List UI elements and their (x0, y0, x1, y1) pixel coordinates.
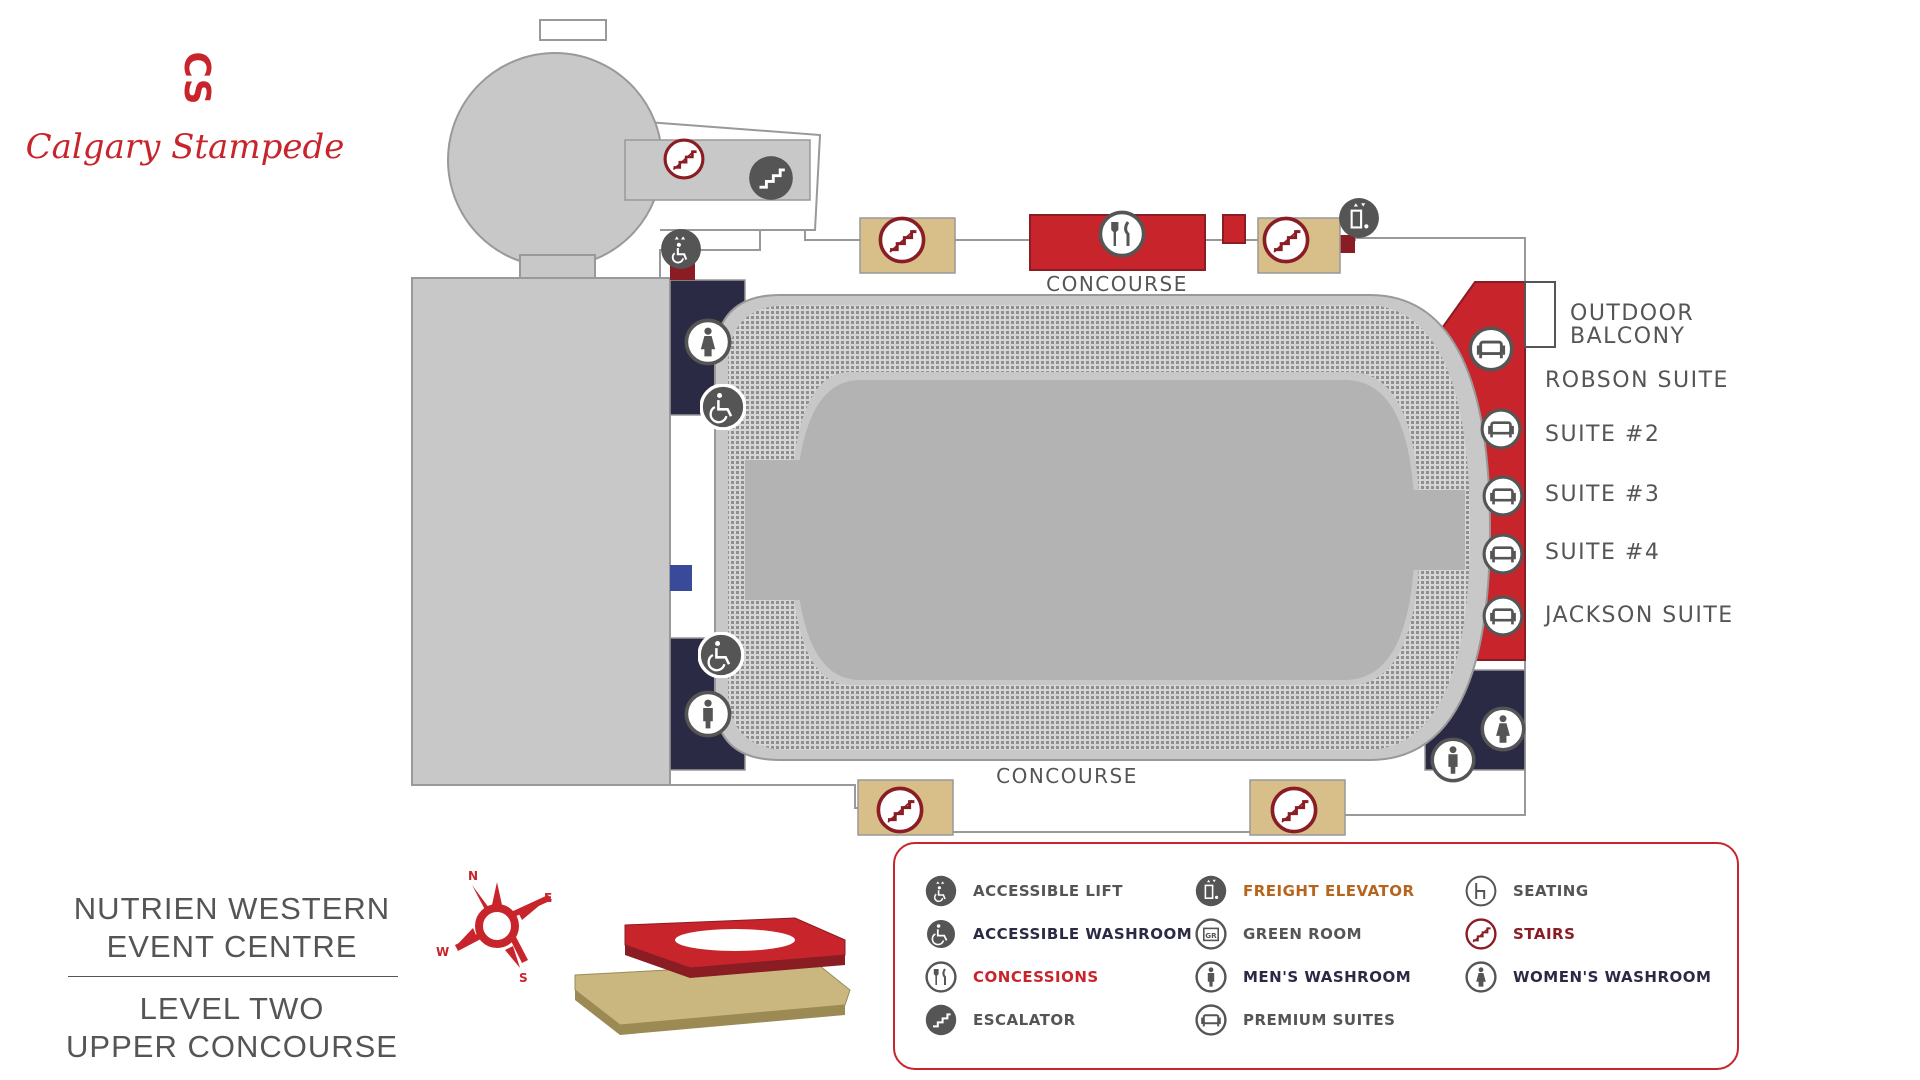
rotunda-base (519, 254, 596, 281)
compass-west: W (436, 945, 449, 959)
legend-label: GREEN ROOM (1243, 925, 1363, 943)
suite-label-jackson: JACKSON SUITE (1543, 603, 1734, 628)
freight-elevator-icon (1195, 875, 1227, 907)
arena-floor-stage (745, 460, 865, 600)
level-title-line-2: UPPER CONCOURSE (66, 1029, 398, 1064)
concessions-icon (925, 961, 957, 993)
legend-label: STAIRS (1513, 925, 1576, 943)
legend-item-concessions: CONCESSIONS (925, 960, 1099, 994)
escalator-icon (748, 155, 794, 201)
legend-item-accessible-lift: ACCESSIBLE LIFT (925, 874, 1123, 908)
legend-label: ESCALATOR (973, 1011, 1076, 1029)
legend-item-mens-washroom: MEN'S WASHROOM (1195, 960, 1411, 994)
legend-label: ACCESSIBLE WASHROOM (973, 925, 1193, 943)
accessible-washroom-icon (698, 632, 744, 678)
freight-elevator-icon (1338, 197, 1380, 239)
concourse-north-label: CONCOURSE (1046, 272, 1188, 296)
outdoor-balcony-label-1: OUTDOOR (1570, 301, 1694, 326)
legend-label: WOMEN'S WASHROOM (1513, 968, 1712, 986)
suite-label-4: SUITE #4 (1545, 540, 1660, 565)
premium-suites-icon (1195, 1004, 1227, 1036)
level-stack-diagram (574, 917, 851, 1035)
womens-washroom-icon (1465, 961, 1497, 993)
green-room-icon (1195, 918, 1227, 950)
rotunda-entry (539, 19, 607, 41)
mens-washroom-icon (684, 690, 732, 738)
stairs-icon (663, 138, 705, 180)
legend-label: ACCESSIBLE LIFT (973, 882, 1123, 900)
concessions-icon (1098, 210, 1146, 258)
level-title-line-1: LEVEL TWO (139, 991, 325, 1026)
mens-washroom-icon (1195, 961, 1227, 993)
premium-suites-icon (1468, 326, 1514, 372)
legend-item-green-room: GREEN ROOM (1195, 917, 1362, 951)
seating-icon (1465, 875, 1497, 907)
venue-name-line-2: EVENT CENTRE (106, 929, 358, 964)
legend-label: CONCESSIONS (973, 968, 1099, 986)
level-title: LEVEL TWO UPPER CONCOURSE (62, 990, 402, 1066)
legend-item-premium-suites: PREMIUM SUITES (1195, 1003, 1395, 1037)
venue-name: NUTRIEN WESTERN EVENT CENTRE (62, 890, 402, 966)
outdoor-balcony-label-2: BALCONY (1570, 324, 1685, 349)
map-legend: ACCESSIBLE LIFT FREIGHT ELEVATOR SEATING… (893, 842, 1739, 1070)
compass-north: N (468, 869, 478, 883)
womens-washroom-icon (1480, 706, 1526, 752)
concourse-south-label: CONCOURSE (996, 764, 1138, 788)
accessible-washroom-west-block (670, 565, 692, 591)
compass-east: E (544, 891, 552, 905)
legend-label: PREMIUM SUITES (1243, 1011, 1396, 1029)
womens-washroom-icon (684, 318, 732, 366)
stairs-icon (876, 786, 924, 834)
venue-name-line-1: NUTRIEN WESTERN (73, 891, 391, 926)
legend-item-accessible-washroom: ACCESSIBLE WASHROOM (925, 917, 1192, 951)
suite-label-3: SUITE #3 (1545, 482, 1660, 507)
logo-monogram: CS (176, 51, 217, 104)
accessible-lift-icon (660, 228, 702, 270)
arena-floor-east (1395, 490, 1465, 570)
logo-script: Calgary Stampede (26, 127, 345, 167)
suite-label-2: SUITE #2 (1545, 422, 1660, 447)
accessible-washroom-icon (925, 918, 957, 950)
stairs-icon (1262, 216, 1310, 264)
premium-suites-icon (1482, 533, 1524, 575)
accessible-lift-icon (925, 875, 957, 907)
compass-south: S (519, 971, 528, 985)
legend-label: SEATING (1513, 882, 1589, 900)
escalator-icon (925, 1004, 957, 1036)
legend-item-stairs: STAIRS (1465, 917, 1575, 951)
legend-item-seating: SEATING (1465, 874, 1589, 908)
legend-label: FREIGHT ELEVATOR (1243, 882, 1415, 900)
accessible-washroom-icon (700, 384, 746, 430)
seating-sections (728, 305, 1470, 750)
premium-suites-icon (1480, 408, 1522, 450)
title-divider (68, 976, 398, 977)
arena-floor (795, 380, 1415, 680)
concessions-small (1222, 214, 1246, 244)
mens-washroom-icon (1430, 737, 1476, 783)
legend-item-womens-washroom: WOMEN'S WASHROOM (1465, 960, 1711, 994)
legend-item-escalator: ESCALATOR (925, 1003, 1076, 1037)
west-hall (411, 277, 671, 786)
premium-suites-icon (1482, 475, 1524, 517)
stairs-icon (1270, 786, 1318, 834)
west-annex-wall (619, 119, 822, 231)
outdoor-balcony (1524, 281, 1556, 348)
legend-item-freight-elevator: FREIGHT ELEVATOR (1195, 874, 1415, 908)
stairs-icon (878, 216, 926, 264)
legend-label: MEN'S WASHROOM (1243, 968, 1412, 986)
calgary-stampede-logo: CS Calgary Stampede (26, 51, 345, 167)
stairs-icon (1465, 918, 1497, 950)
premium-suites-icon (1482, 595, 1524, 637)
compass-rose: N E S W (436, 869, 552, 985)
suite-label-robson: ROBSON SUITE (1545, 368, 1729, 393)
